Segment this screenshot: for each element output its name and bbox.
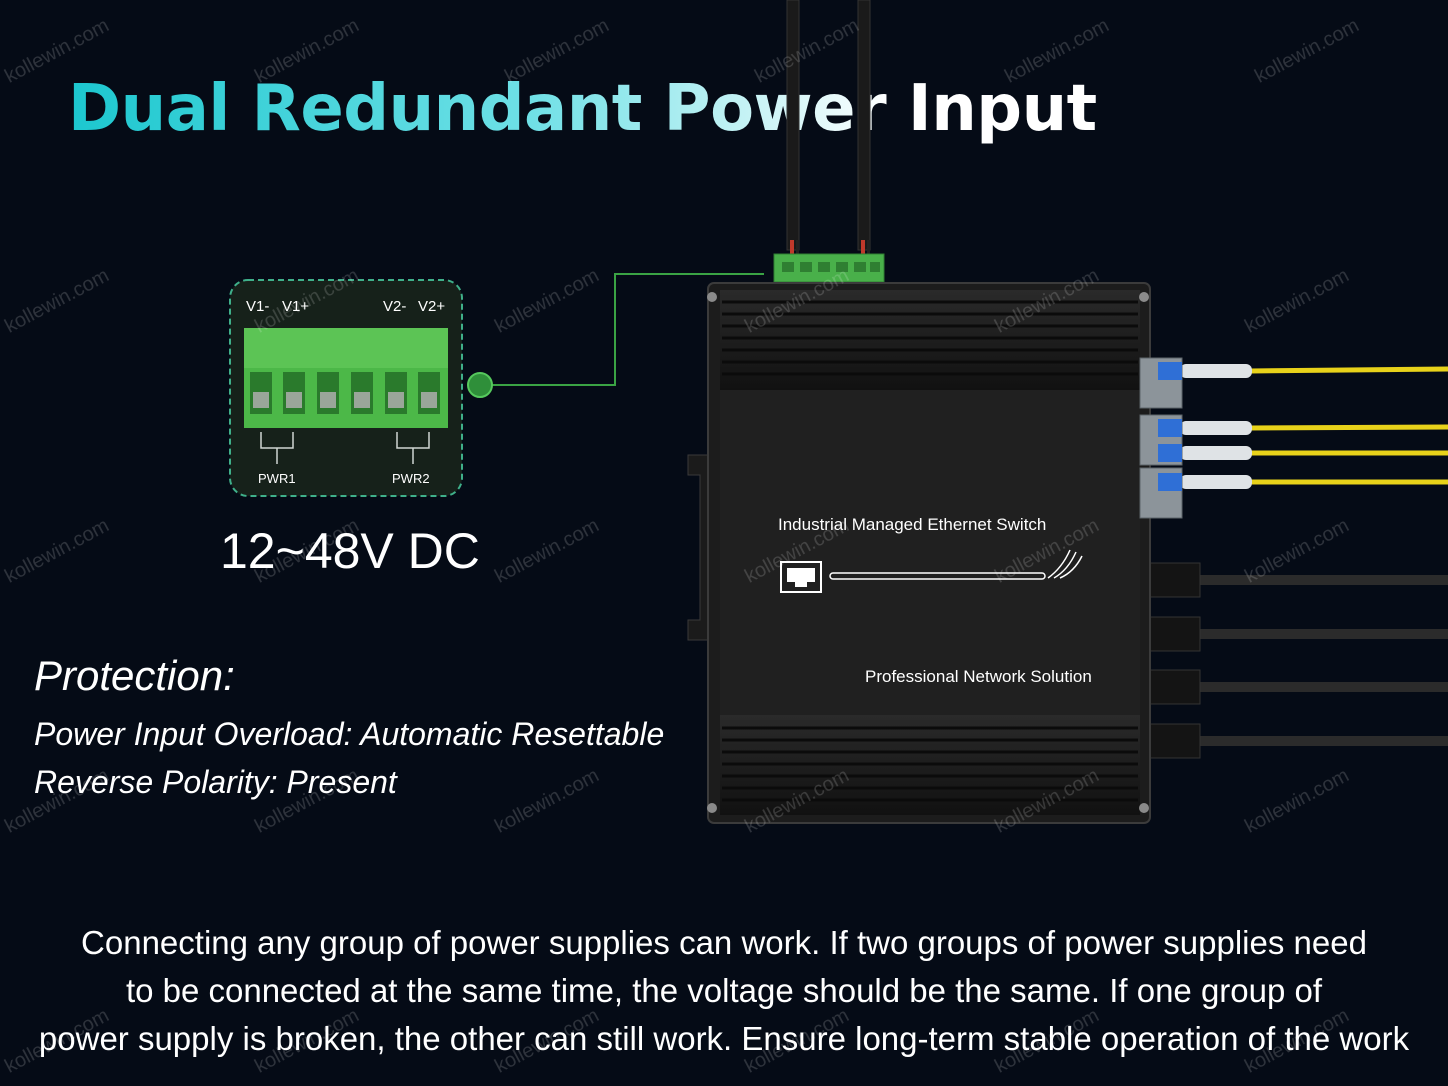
page-title: Dual Redundant Power Input	[68, 72, 1097, 146]
description-line-1: Connecting any group of power supplies c…	[81, 924, 1367, 961]
callout-connector-line	[480, 273, 764, 386]
protection-overload: Power Input Overload: Automatic Resettab…	[34, 716, 665, 752]
description-line-3: power supply is broken, the other can st…	[38, 1020, 1410, 1057]
terminal-label-v2-minus: V2-	[383, 298, 406, 315]
pwr2-label: PWR2	[392, 471, 430, 486]
protection-reverse-polarity: Reverse Polarity: Present	[34, 764, 397, 800]
switch-body: Industrial Managed Ethernet Switch Profe…	[707, 282, 1183, 824]
top-terminal-connector	[773, 253, 885, 283]
pwr1-label: PWR1	[258, 471, 296, 486]
ethernet-port-icon	[780, 561, 822, 593]
protection-title: Protection:	[34, 652, 235, 699]
terminal-label-v2-plus: V2+	[418, 298, 445, 315]
device-name: Industrial Managed Ethernet Switch	[778, 515, 1046, 534]
fiber-cables	[1180, 364, 1448, 489]
description-line-2: to be connected at the same time, the vo…	[125, 972, 1323, 1009]
ethernet-cables	[1139, 562, 1448, 759]
device-tagline: Professional Network Solution	[865, 667, 1092, 686]
callout-dot	[467, 372, 493, 398]
terminal-label-v1-minus: V1-	[246, 298, 269, 315]
signal-lines-icon	[1047, 549, 1083, 579]
power-cables	[786, 0, 871, 260]
voltage-range: 12~48V DC	[220, 523, 480, 579]
terminal-callout: V1- V1+ V2- V2+ PWR1 PWR2	[229, 279, 463, 497]
terminal-label-v1-plus: V1+	[282, 298, 309, 315]
